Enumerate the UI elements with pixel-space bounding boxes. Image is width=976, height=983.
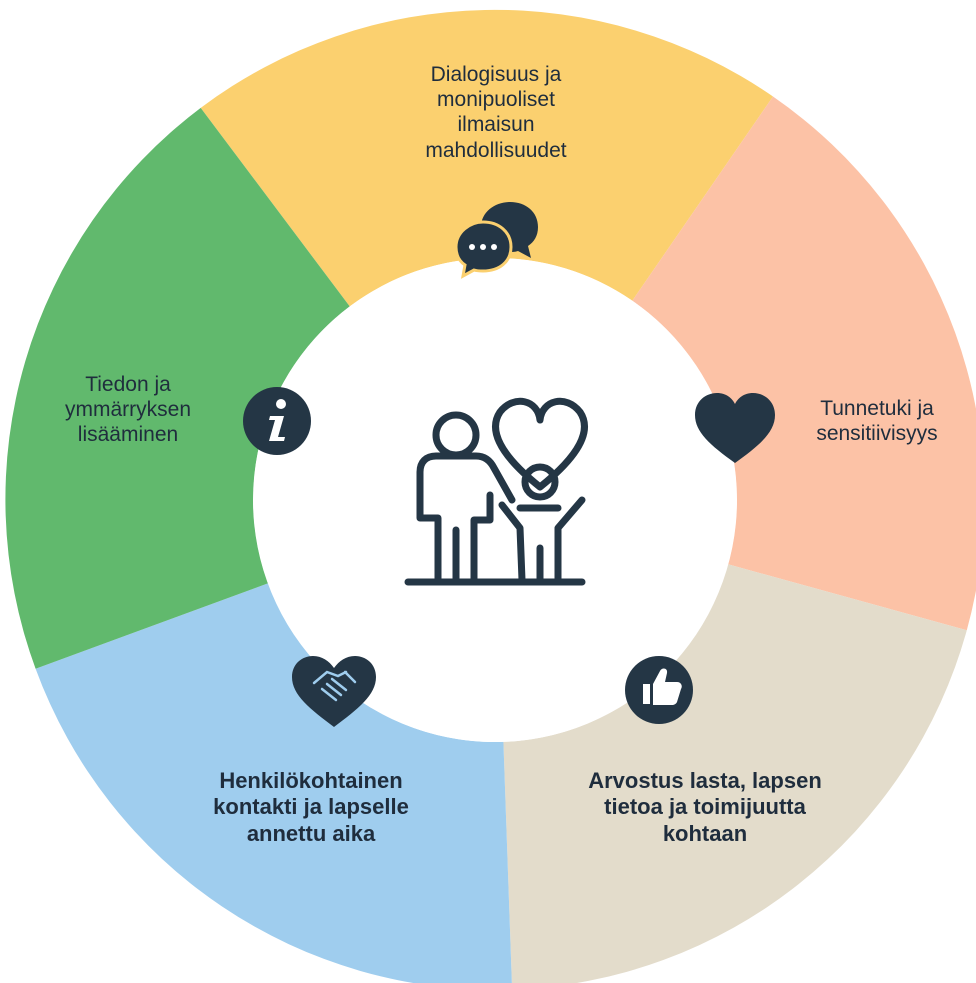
segment-appreciation-label: Arvostus lasta, lapsen tietoa ja toimiju… — [560, 768, 850, 847]
center-circle — [253, 258, 737, 742]
chat-bubbles-icon — [454, 202, 538, 279]
label-line: Tunnetuki ja — [820, 397, 934, 420]
segment-contact-label: Henkilökohtainen kontakti ja lapselle an… — [186, 768, 436, 847]
segment-dialogue — [200, 9, 773, 307]
segment-information-label: Tiedon ja ymmärryksen lisääminen — [50, 372, 206, 448]
label-line: Dialogisuus ja — [430, 63, 562, 86]
label-line: Henkilökohtainen — [219, 768, 403, 793]
label-line: monipuoliset — [437, 88, 555, 112]
label-line: tietoa ja toimijuutta — [604, 794, 806, 820]
label-line: kontakti ja lapselle — [213, 794, 409, 820]
label-line: sensitiivisyys — [816, 422, 938, 446]
label-line: Arvostus lasta, lapsen — [588, 768, 822, 793]
label-line: annettu aika — [246, 820, 376, 846]
info-icon — [243, 387, 311, 455]
handshake-heart-icon — [292, 656, 376, 727]
label-line: ilmaisun — [457, 113, 535, 137]
thumbs-up-icon — [625, 656, 693, 724]
segment-emotion-label: Tunnetuki ja sensitiivisyys — [792, 396, 962, 446]
segment-information — [5, 107, 350, 669]
segment-dialogue-label: Dialogisuus ja monipuoliset ilmaisun mah… — [382, 62, 610, 163]
segment-appreciation — [503, 564, 967, 983]
label-line: kohtaan — [662, 820, 748, 846]
parent-child-heart-icon — [404, 397, 588, 586]
label-line: Tiedon ja — [85, 373, 171, 396]
segment-contact — [35, 583, 512, 983]
heart-icon — [695, 393, 775, 463]
label-line: mahdollisuudet — [425, 138, 567, 162]
segment-emotion — [632, 96, 976, 631]
label-line: lisääminen — [77, 423, 179, 447]
label-line: ymmärryksen — [64, 398, 191, 422]
